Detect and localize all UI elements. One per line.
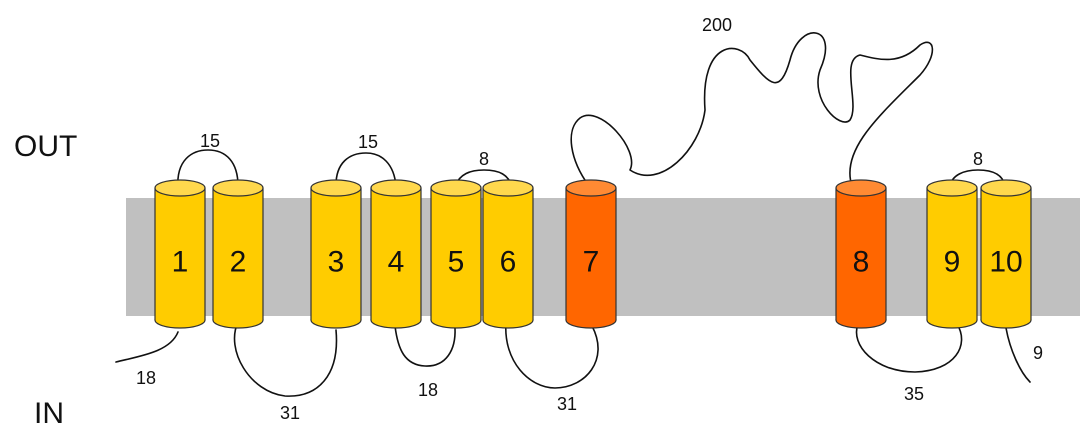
length-label-loop-9-10: 8 [973, 149, 983, 169]
helix-10: 10 [980, 179, 1032, 329]
helix-top-cap [482, 179, 534, 197]
helix-top-cap [212, 179, 264, 197]
loop-8-9 [855, 323, 963, 373]
helix-outline [926, 188, 978, 320]
helix-top-cap [370, 179, 422, 197]
loop-7-8 [570, 32, 934, 187]
helix-label: 5 [448, 246, 465, 279]
helix-outline [310, 188, 362, 320]
helix-body [213, 188, 263, 320]
helix-top-cap [154, 179, 206, 197]
loop-1-2 [177, 149, 239, 189]
helix-8: 8 [835, 179, 887, 329]
length-label-loop-2-3: 31 [280, 403, 300, 423]
length-label-c-terminus: 9 [1033, 343, 1043, 363]
loop-6-7 [505, 321, 599, 389]
helix-outline [482, 188, 534, 320]
length-label-loop-7-8: 200 [702, 15, 732, 35]
loop-length-labels: 18 15 31 15 18 8 31 200 35 8 9 [136, 15, 1043, 423]
loops-group [115, 32, 1031, 397]
helix-label: 9 [944, 246, 961, 279]
helix-label: 4 [388, 246, 405, 279]
helix-outline [154, 188, 206, 320]
helix-top-cap [835, 179, 887, 197]
helix-body [566, 188, 616, 320]
loop-9-10 [949, 169, 1006, 187]
loop-4-5 [394, 325, 456, 367]
helix-body [431, 188, 481, 320]
helix-outline [212, 188, 264, 320]
outside-label: OUT [14, 130, 77, 163]
loop-2-3 [233, 321, 338, 397]
helix-7: 7 [565, 179, 617, 329]
helix-top-cap [926, 179, 978, 197]
helix-top-cap [980, 179, 1032, 197]
helix-top-cap [565, 179, 617, 197]
helix-label: 8 [853, 246, 870, 279]
helix-6: 6 [482, 179, 534, 329]
length-label-n-terminus: 18 [136, 368, 156, 388]
inside-label: IN [34, 397, 64, 428]
loop-n-terminus [115, 331, 179, 363]
helix-body [927, 188, 977, 320]
helix-top-cap [430, 179, 482, 197]
length-label-loop-1-2: 15 [200, 131, 220, 151]
helix-body [311, 188, 361, 320]
length-label-loop-3-4: 15 [358, 132, 378, 152]
helices-group: 1 2 3 4 5 6 7 8 9 10 [154, 179, 1032, 329]
helix-outline [565, 188, 617, 320]
loop-5-6 [454, 169, 513, 187]
length-label-loop-4-5: 18 [418, 380, 438, 400]
length-label-loop-8-9: 35 [904, 384, 924, 404]
helix-body [371, 188, 421, 320]
helix-label: 10 [989, 246, 1022, 279]
helix-2: 2 [212, 179, 264, 329]
helix-label: 2 [230, 246, 247, 279]
loop-c-terminus [1005, 327, 1031, 383]
helix-body [981, 188, 1031, 320]
helix-label: 1 [172, 246, 189, 279]
helix-top-cap [310, 179, 362, 197]
helix-body [155, 188, 205, 320]
helix-9: 9 [926, 179, 978, 329]
helix-outline [980, 188, 1032, 320]
helix-1: 1 [154, 179, 206, 329]
helix-4: 4 [370, 179, 422, 329]
helix-3: 3 [310, 179, 362, 329]
length-label-loop-5-6: 8 [479, 149, 489, 169]
length-label-loop-6-7: 31 [557, 394, 577, 414]
helix-label: 3 [328, 246, 345, 279]
helix-body [483, 188, 533, 320]
helix-outline [430, 188, 482, 320]
helix-outline [370, 188, 422, 320]
helix-outline [835, 188, 887, 320]
helix-label: 6 [500, 246, 517, 279]
helix-body [836, 188, 886, 320]
loop-3-4 [335, 152, 397, 189]
helix-5: 5 [430, 179, 482, 329]
helix-label: 7 [583, 246, 600, 279]
